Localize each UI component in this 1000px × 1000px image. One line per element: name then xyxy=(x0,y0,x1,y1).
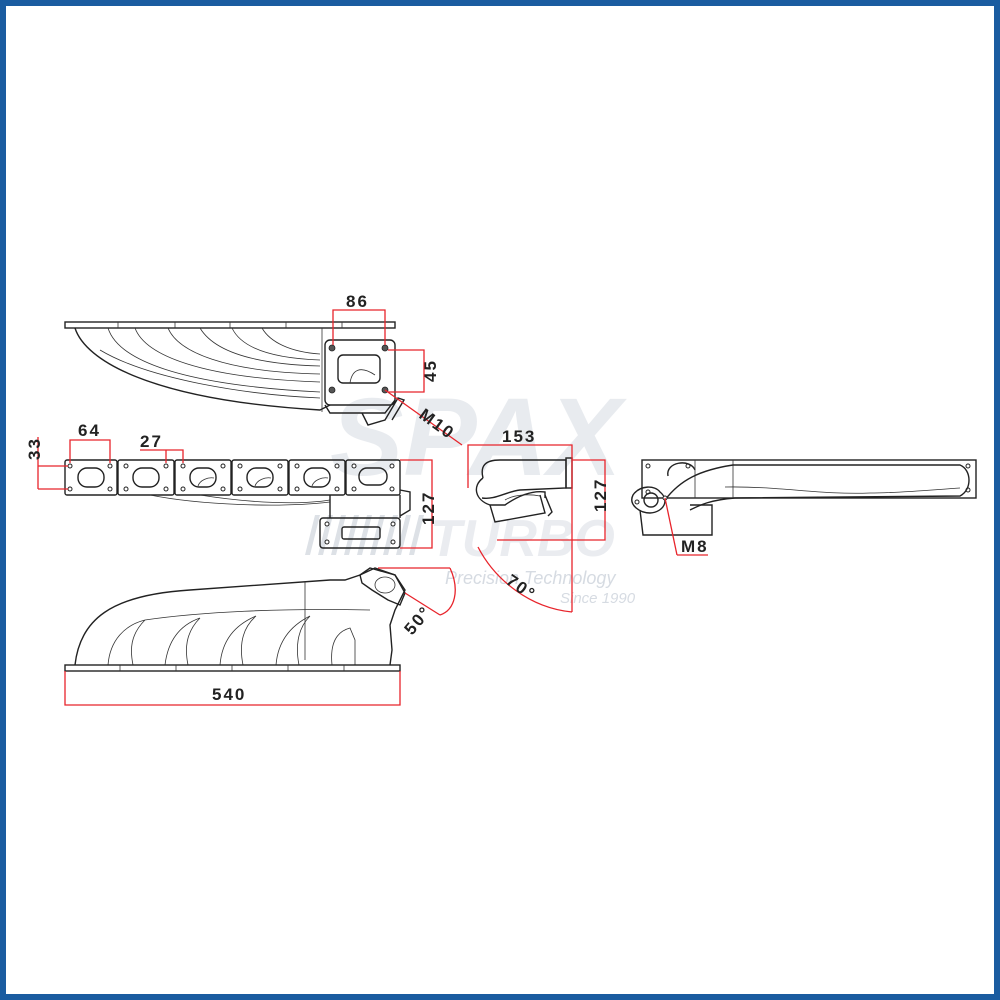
watermark: SPAX TURBO Precision Technology Since 19… xyxy=(305,376,636,607)
dim-side-length: 153 xyxy=(502,427,536,446)
watermark-sub: TURBO xyxy=(430,510,615,568)
dim-side-height: 127 xyxy=(591,478,610,512)
port-flanges xyxy=(64,459,401,496)
watermark-since: Since 1990 xyxy=(560,590,636,607)
dim-end-bolt-thread: M8 xyxy=(681,537,709,556)
bottom-view: 540 50° xyxy=(64,567,456,706)
dim-front-port-height: 33 xyxy=(25,437,44,460)
dim-front-height: 127 xyxy=(419,491,438,525)
front-view: 33 64 27 127 xyxy=(25,421,438,549)
watermark-tagline: Precision Technology xyxy=(445,568,616,588)
dim-top-flange-height: 45 xyxy=(421,359,440,382)
end-view: M8 xyxy=(631,459,977,556)
watermark-brand: SPAX xyxy=(330,376,627,499)
dim-top-flange-width: 86 xyxy=(346,292,369,311)
dim-bottom-total-length: 540 xyxy=(212,685,246,704)
dim-bottom-angle: 50° xyxy=(401,602,436,639)
dim-front-port-spacing: 27 xyxy=(140,432,163,451)
top-view: 86 45 M10 xyxy=(64,292,463,446)
dim-front-port-width: 64 xyxy=(78,421,101,440)
